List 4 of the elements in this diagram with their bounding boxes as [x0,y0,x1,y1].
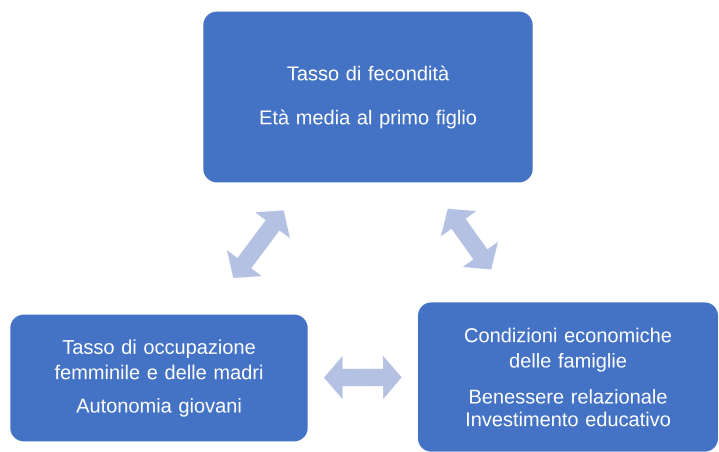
rounded-box: Tasso di occupazione femminile e delle madri Autonomia giovani [10,314,308,442]
rounded-box: Tasso di fecondità Età media al primo figlio [203,12,533,182]
rounded-box: Condizioni economiche delle famiglie Benessere relazionale Investimento educativo [418,302,718,452]
double-arrow [440,208,498,270]
